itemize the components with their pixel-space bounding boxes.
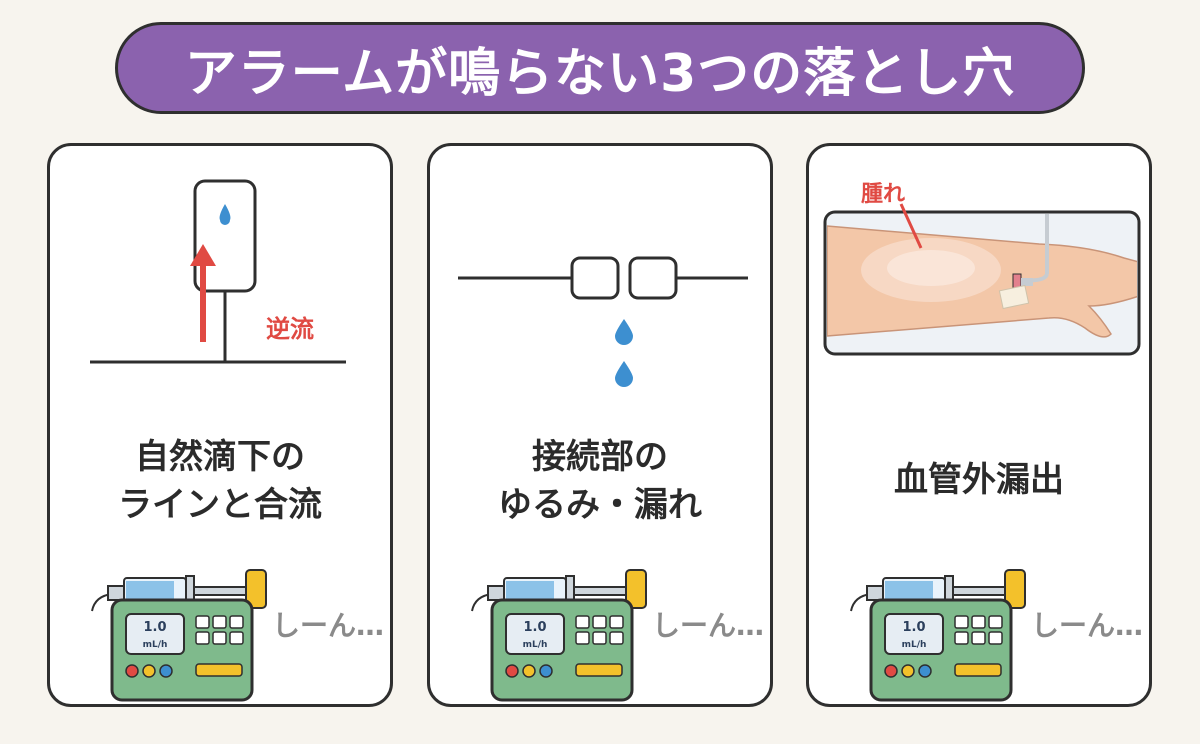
swelling-label: 腫れ (861, 182, 906, 207)
catheter-icon (1012, 273, 1022, 289)
silence-text: しーん… (272, 609, 385, 642)
connector-right (628, 256, 678, 300)
pump-rate: 1.0 (143, 620, 166, 635)
caption-line1: 自然滴下の (135, 437, 305, 477)
caption-line1: 血管外漏出 (894, 460, 1064, 500)
drop-icon (219, 204, 231, 225)
caption-line1: 接続部の (532, 437, 668, 477)
drop-icon (615, 319, 633, 345)
pump-unit: mL/h (143, 640, 168, 650)
card-connection-leak: 接続部の ゆるみ・漏れ 1.0 mL/h しーん… (427, 143, 773, 707)
page-title: アラームが鳴らない3つの落とし穴 (184, 43, 1016, 104)
connector-left (570, 256, 620, 300)
drop-icon (615, 361, 633, 387)
pump-unit: mL/h (523, 640, 548, 650)
title-banner: アラームが鳴らない3つの落とし穴 (115, 22, 1085, 114)
syringe-pump-icon: 1.0 mL/h (471, 569, 647, 702)
connection-leak-illustration (458, 256, 748, 387)
syringe-pump-icon: 1.0 mL/h (850, 569, 1026, 702)
pump-rate: 1.0 (523, 620, 546, 635)
swelling-area (861, 238, 1001, 302)
caption-line2: ゆるみ・漏れ (498, 485, 702, 525)
card-extravasation: 腫れ 血管外漏出 1.0 mL/h しー (806, 143, 1152, 707)
silence-text: しーん… (1031, 609, 1144, 642)
card-backflow: 逆流 自然滴下の ラインと合流 1.0 mL/h しーん… (47, 143, 393, 707)
backflow-label: 逆流 (266, 315, 314, 343)
silence-text: しーん… (652, 609, 765, 642)
backflow-illustration (90, 179, 346, 364)
pump-unit: mL/h (902, 640, 927, 650)
caption-line2: ラインと合流 (118, 485, 322, 525)
syringe-pump-icon: 1.0 mL/h (91, 569, 267, 702)
pump-rate: 1.0 (902, 620, 925, 635)
